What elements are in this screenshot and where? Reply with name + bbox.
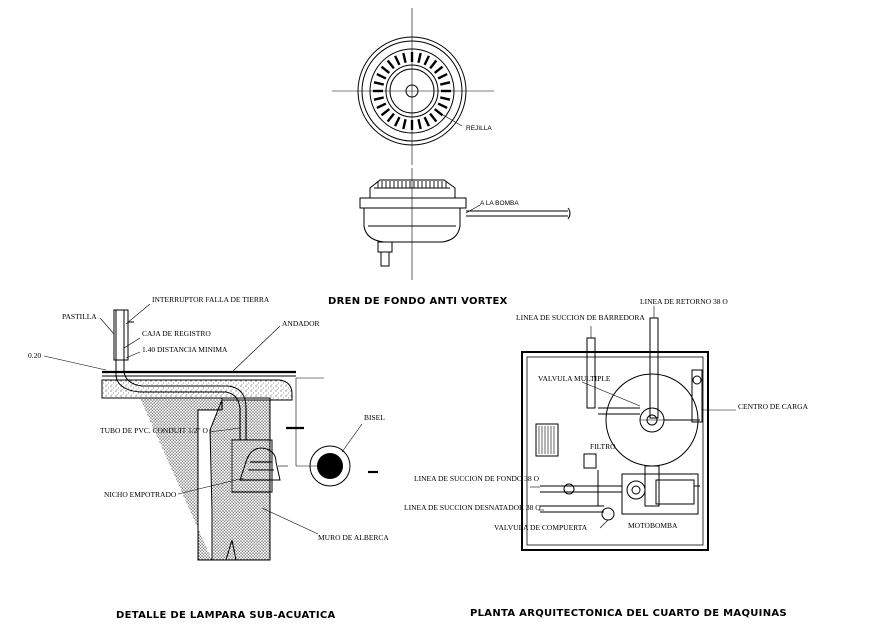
- machine-room-title: PLANTA ARQUITECTONICA DEL CUARTO DE MAQU…: [470, 608, 787, 619]
- label-distancia-minima: 1.40 DISTANCIA MINIMA: [142, 345, 228, 354]
- label-bisel: BISEL: [364, 413, 385, 422]
- label-filtro: FILTRO: [590, 442, 616, 451]
- label-linea-retorno: LINEA DE RETORNO 38 O: [640, 297, 728, 306]
- drain-title: DREN DE FONDO ANTI VORTEX: [328, 296, 508, 307]
- label-valvula-multiple: VALVULA MULTIPLE: [538, 374, 611, 383]
- label-succion-fondo: LINEA DE SUCCION DE FONDO 38 O: [414, 474, 540, 483]
- label-andador: ANDADOR: [282, 319, 320, 328]
- label-motobomba: MOTOBOMBA: [628, 521, 678, 530]
- grate-label: REJILLA: [466, 125, 492, 132]
- label-valvula-compuerta: VALVULA DE COMPUERTA: [494, 523, 588, 532]
- label-pastilla: PASTILLA: [62, 312, 97, 321]
- lamp-title: DETALLE DE LAMPARA SUB-ACUATICA: [116, 610, 336, 621]
- pump-label: A LA BOMBA: [480, 200, 519, 207]
- label-tubo-pvc: TUBO DE PVC. CONDUIT 1/2" O: [100, 426, 209, 435]
- lamp-detail: [43, 303, 378, 561]
- label-centro-carga: CENTRO DE CARGA: [738, 402, 809, 411]
- label-muro: MURO DE ALBERCA: [318, 533, 389, 542]
- label-linea-barredora: LINEA DE SUCCION DE BARREDORA: [516, 313, 645, 322]
- drain-plan-view: [332, 8, 494, 165]
- drain-section-view: [359, 168, 571, 280]
- label-dim-020: 0.20: [28, 351, 41, 360]
- label-interruptor: INTERRUPTOR FALLA DE TIERRA: [152, 295, 270, 304]
- label-caja-registro: CAJA DE REGISTRO: [142, 329, 211, 338]
- machine-room-plan: [521, 306, 736, 551]
- label-nicho: NICHO EMPOTRADO: [104, 490, 177, 499]
- label-succion-desnatador: LINEA DE SUCCION DESNATADOR 38 O: [404, 503, 541, 512]
